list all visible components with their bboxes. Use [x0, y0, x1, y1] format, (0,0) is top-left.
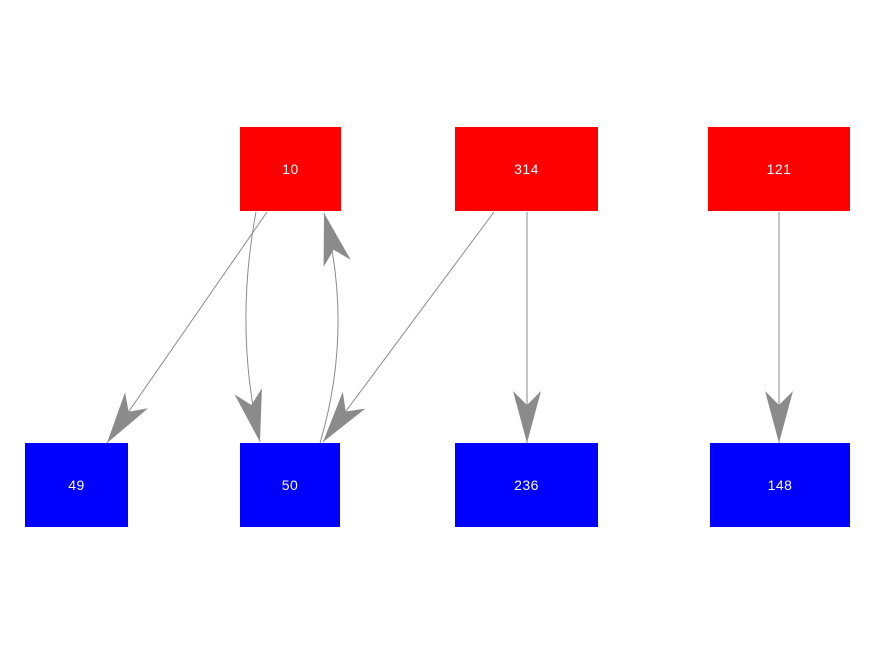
node-label: 49: [68, 477, 85, 493]
arrowhead-10-50: [234, 388, 262, 442]
node-label: 50: [281, 477, 299, 493]
edge-314-50: [322, 211, 495, 443]
node-49: 49: [25, 443, 128, 527]
arrowhead-10-49: [107, 392, 149, 443]
node-121: 121: [708, 127, 850, 211]
arrowhead-50-10: [323, 213, 351, 267]
arrowhead-121-148: [765, 391, 793, 443]
edge-10-49: [106, 211, 268, 444]
arrowhead-314-236: [513, 391, 541, 443]
node-label: 314: [514, 161, 539, 177]
node-50: 50: [240, 443, 340, 527]
node-label: 148: [767, 477, 793, 493]
node-236: 236: [455, 443, 598, 527]
node-10: 10: [240, 127, 341, 211]
arrowhead-314-50: [323, 391, 366, 442]
node-314: 314: [455, 127, 598, 211]
node-label: 236: [514, 477, 539, 493]
node-label: 121: [766, 161, 792, 177]
node-label: 10: [282, 161, 299, 177]
node-148: 148: [710, 443, 850, 527]
